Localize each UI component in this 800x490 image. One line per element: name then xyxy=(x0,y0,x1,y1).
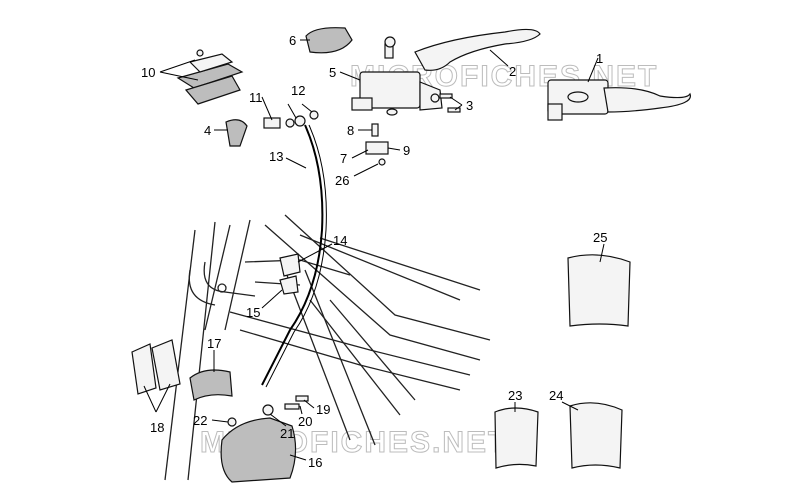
brake-caliper-part xyxy=(220,417,297,483)
callout-13: 13 xyxy=(269,149,283,164)
master-cylinder-part xyxy=(351,36,443,116)
callout-21: 21 xyxy=(280,426,294,441)
kit-bag-24-part xyxy=(569,402,623,469)
brake-pads-part xyxy=(189,369,233,401)
callout-23: 23 xyxy=(508,388,522,403)
callout-26: 26 xyxy=(335,173,349,188)
hose-clips-part xyxy=(279,253,301,295)
clamp-screws-part xyxy=(439,93,461,113)
master-cylinder-assembly-part xyxy=(547,79,691,121)
callout-5: 5 xyxy=(329,65,336,80)
callout-18: 18 xyxy=(150,420,164,435)
callout-11: 11 xyxy=(249,90,263,105)
callout-19: 19 xyxy=(316,402,330,417)
pad-plates-part xyxy=(131,339,181,395)
callout-14: 14 xyxy=(333,233,347,248)
callout-labels: 1 2 3 4 5 6 7 8 9 10 11 12 13 14 15 16 1… xyxy=(141,33,607,470)
callout-15: 15 xyxy=(246,305,260,320)
leader-lines xyxy=(143,39,605,461)
callout-10: 10 xyxy=(141,65,155,80)
callout-16: 16 xyxy=(308,455,322,470)
callout-7: 7 xyxy=(340,151,347,166)
callout-24: 24 xyxy=(549,388,563,403)
callout-9: 9 xyxy=(403,143,410,158)
callout-3: 3 xyxy=(466,98,473,113)
rubber-cover-part xyxy=(305,27,353,54)
callout-2: 2 xyxy=(509,64,516,79)
brake-lever-part xyxy=(414,28,541,71)
callout-4: 4 xyxy=(204,123,211,138)
callout-17: 17 xyxy=(207,336,221,351)
banjo-bolt-part xyxy=(263,110,319,129)
stop-switch-part xyxy=(365,123,389,166)
caliper-bolts-part xyxy=(227,395,309,427)
reservoir-cover-part xyxy=(176,49,244,105)
callout-25: 25 xyxy=(593,230,607,245)
kit-bag-25-part xyxy=(567,254,631,327)
callout-1: 1 xyxy=(596,51,603,66)
callout-20: 20 xyxy=(298,414,312,429)
callout-6: 6 xyxy=(289,33,296,48)
callout-12: 12 xyxy=(291,83,305,98)
callout-22: 22 xyxy=(193,413,207,428)
brake-hose xyxy=(261,124,324,386)
boot-part xyxy=(225,119,248,147)
kit-bag-23-part xyxy=(494,407,539,469)
callout-8: 8 xyxy=(347,123,354,138)
